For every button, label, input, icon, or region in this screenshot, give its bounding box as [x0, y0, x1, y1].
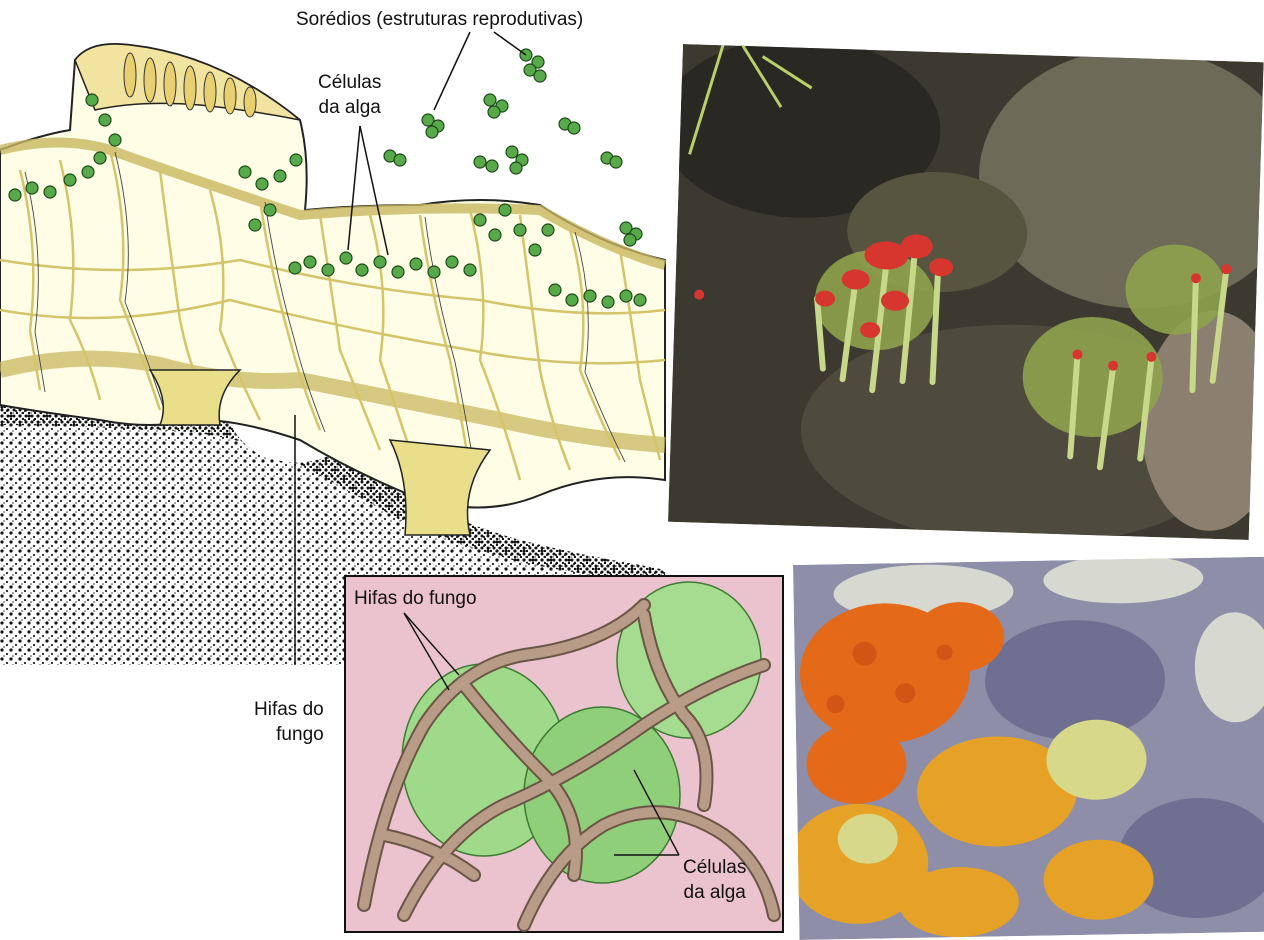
inset-algae-cells-label: Células da alga — [683, 855, 746, 905]
photo-red-tipped-lichen — [668, 44, 1264, 540]
soredia-leader-1 — [434, 32, 470, 110]
algae-cells-label: Células da alga — [318, 70, 381, 120]
photo-crustose-lichen-on-rock — [793, 557, 1264, 940]
soredia-leader-2 — [494, 32, 526, 55]
soredia-label: Sorédios (estruturas reprodutivas) — [296, 7, 583, 32]
inset-fungus-hyphae-label: Hifas do fungo — [354, 586, 477, 611]
fungus-hyphae-label: Hifas do fungo — [254, 697, 324, 747]
